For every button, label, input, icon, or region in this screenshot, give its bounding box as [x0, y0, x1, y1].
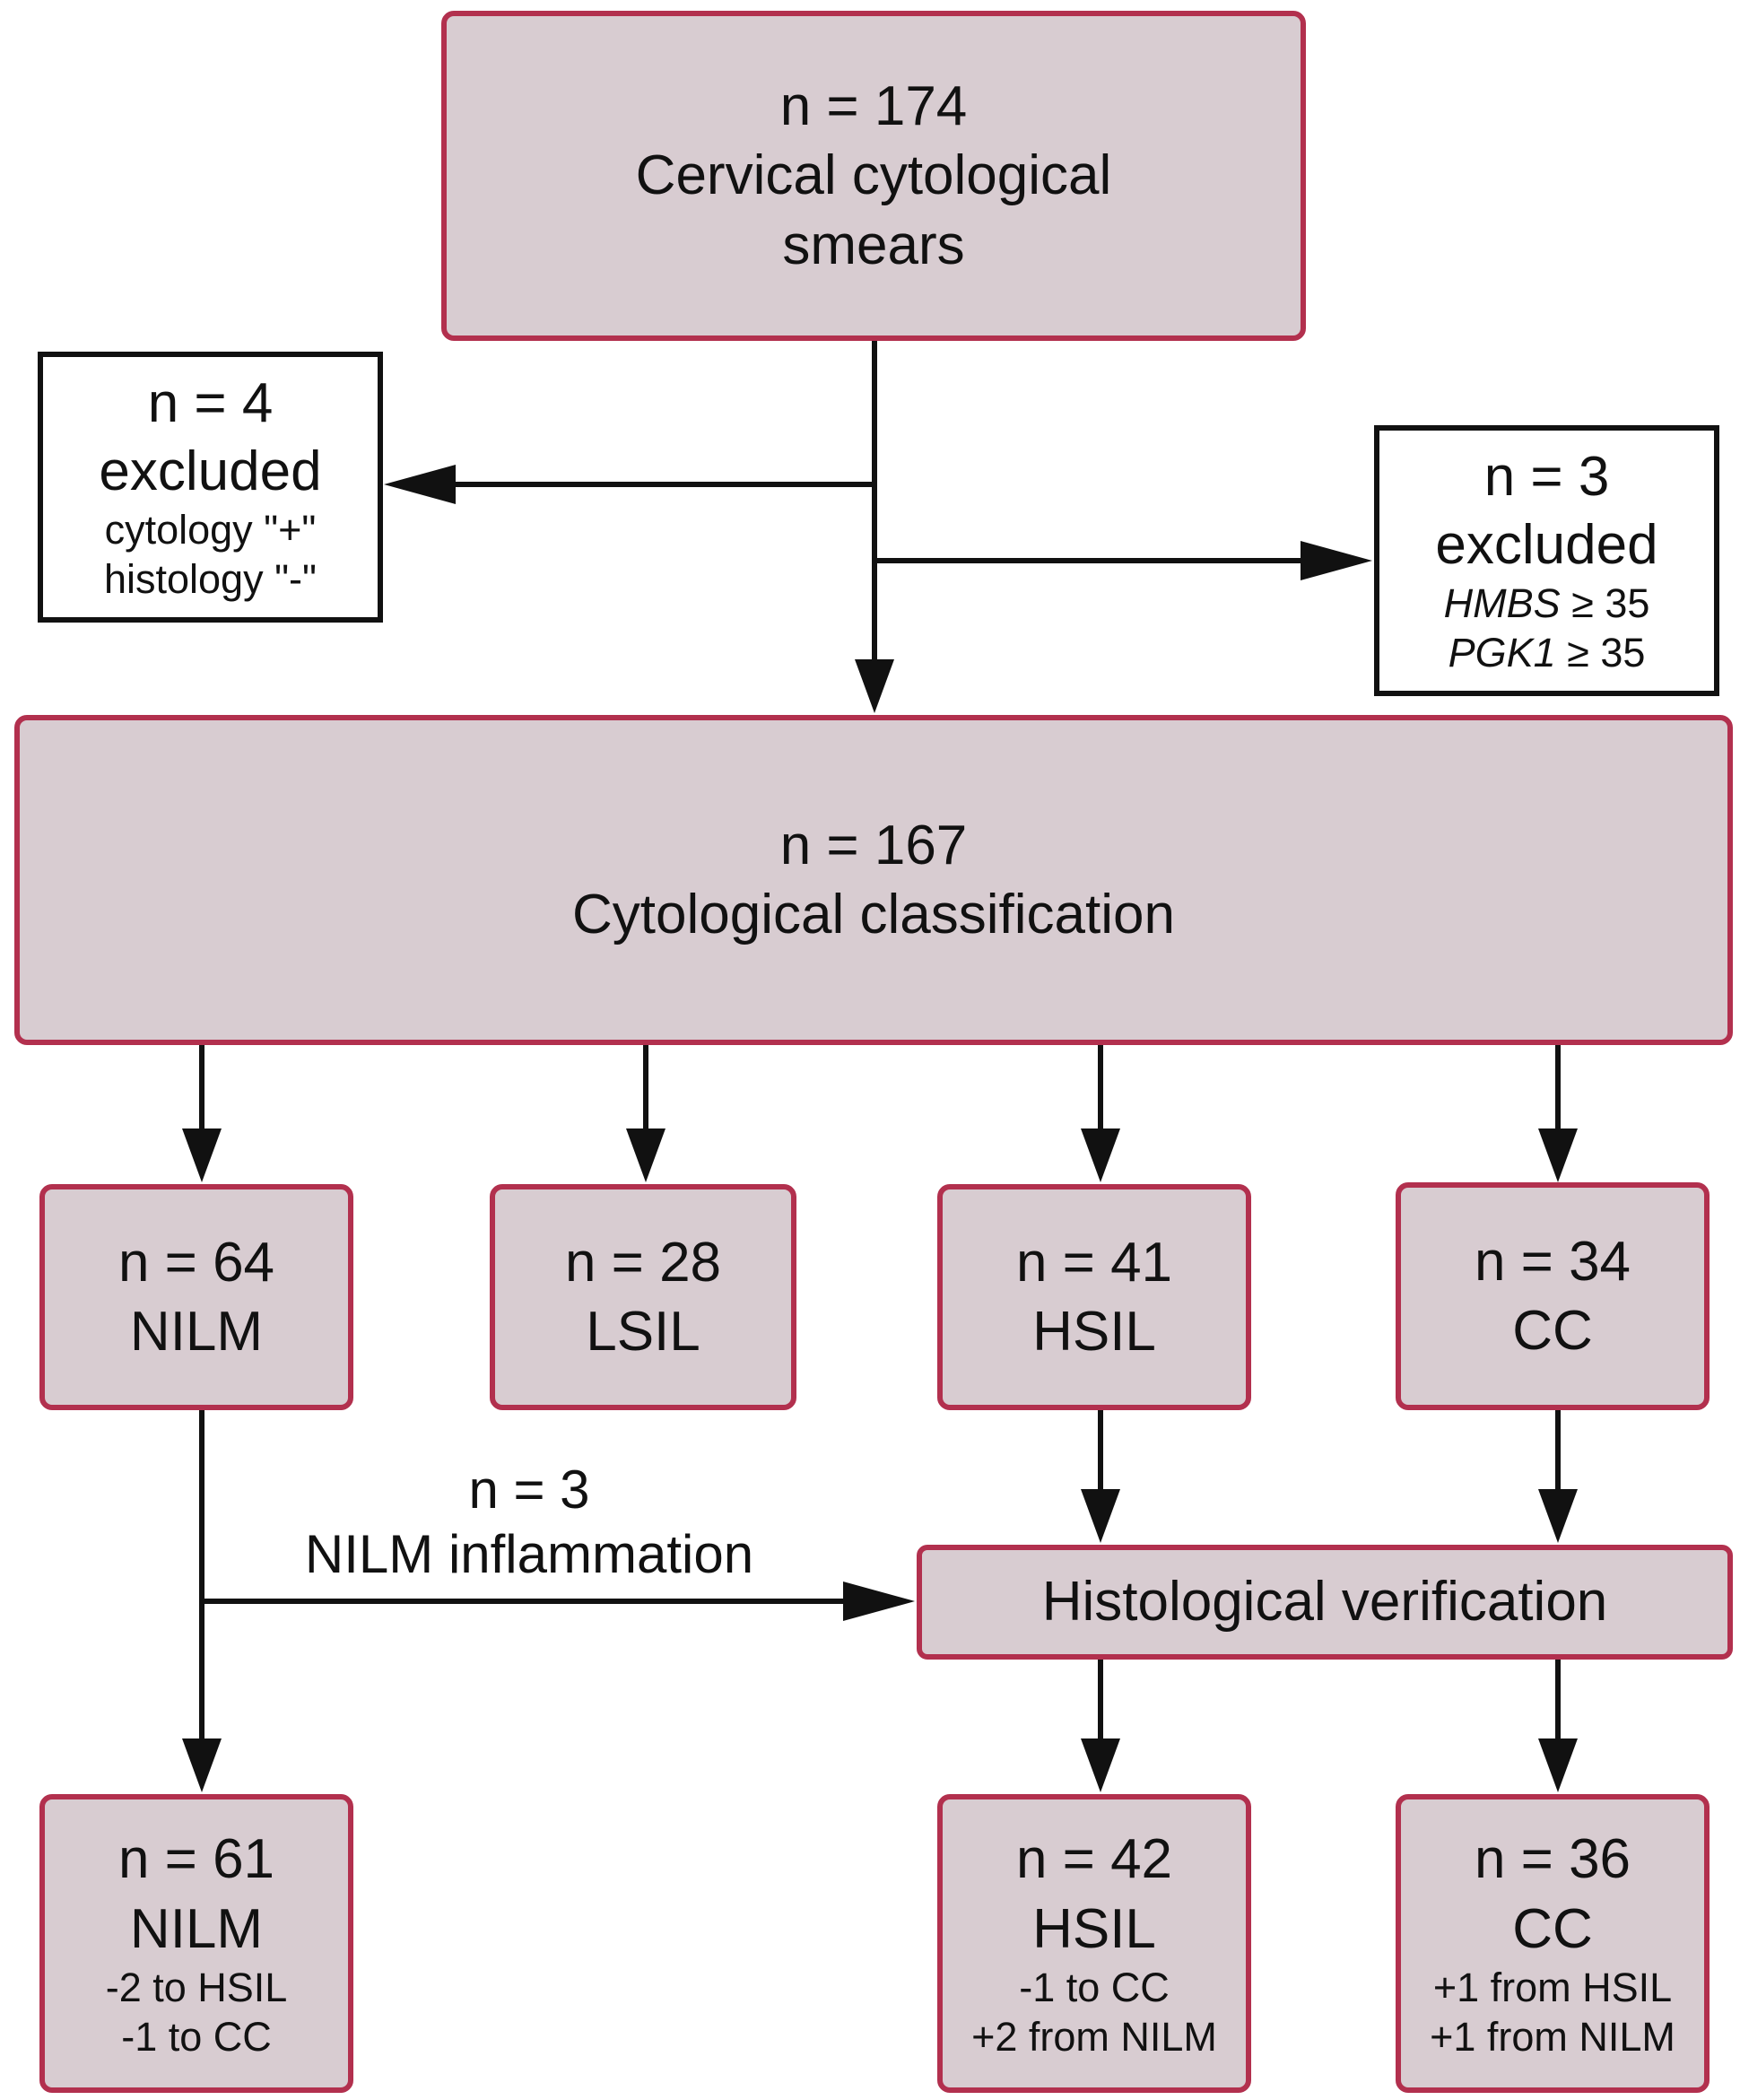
- excluded-right-detail-1: HMBS ≥ 35: [1444, 579, 1650, 629]
- result-count: n = 36: [1474, 1828, 1631, 1891]
- category-count: n = 28: [564, 1231, 722, 1294]
- result-detail-2: +1 from NILM: [1430, 2014, 1675, 2060]
- arrowhead-cc-result: [1538, 1738, 1578, 1792]
- result-label: CC: [1512, 1897, 1593, 1960]
- box-result-hsil: n = 42 HSIL -1 to CC +2 from NILM: [937, 1794, 1251, 2093]
- box-result-nilm: n = 61 NILM -2 to HSIL -1 to CC: [39, 1794, 353, 2093]
- category-label: LSIL: [586, 1301, 700, 1363]
- result-detail-2: -1 to CC: [121, 2014, 272, 2060]
- inflammation-count: n = 3: [468, 1460, 590, 1520]
- excluded-left-detail-2: histology "-": [103, 555, 318, 602]
- result-detail-2: +2 from NILM: [971, 2014, 1217, 2060]
- arrowhead-verification-hsil: [1081, 1489, 1120, 1543]
- result-label: HSIL: [1032, 1897, 1156, 1960]
- arrowhead-cc: [1538, 1128, 1578, 1182]
- classification-label: Cytological classification: [572, 884, 1175, 945]
- threshold-hmbs: ≥ 35: [1560, 579, 1650, 626]
- top-label-line1: Cervical cytological: [635, 144, 1112, 207]
- verification-label: Histological verification: [1041, 1571, 1608, 1634]
- box-result-cc: n = 36 CC +1 from HSIL +1 from NILM: [1396, 1794, 1710, 2093]
- category-count: n = 64: [117, 1231, 275, 1294]
- result-label: NILM: [129, 1897, 264, 1960]
- threshold-pgk1: ≥ 35: [1555, 629, 1646, 675]
- result-count: n = 61: [117, 1828, 275, 1891]
- gene-pgk1: PGK1: [1448, 629, 1556, 675]
- category-label: CC: [1512, 1300, 1593, 1362]
- arrowhead-verification-left: [843, 1582, 915, 1621]
- category-count: n = 34: [1474, 1230, 1631, 1293]
- excluded-left-detail-1: cytology "+": [104, 506, 317, 553]
- excluded-right-label: excluded: [1435, 514, 1658, 577]
- excluded-right-detail-2: PGK1 ≥ 35: [1449, 629, 1646, 678]
- category-count: n = 41: [1015, 1231, 1173, 1294]
- box-excluded-left: n = 4 excluded cytology "+" histology "-…: [38, 352, 383, 623]
- arrowhead-classification: [855, 659, 894, 713]
- top-count: n = 174: [779, 74, 968, 137]
- inflammation-label: NILM inflammation: [304, 1524, 754, 1584]
- excluded-left-label: excluded: [99, 440, 322, 503]
- category-label: NILM: [129, 1301, 264, 1363]
- gene-hmbs: HMBS: [1443, 579, 1561, 626]
- top-label-line2: smears: [782, 213, 965, 276]
- arrowhead-excluded-left: [384, 465, 456, 504]
- box-cytological-classification: n = 167 Cytological classification: [14, 715, 1733, 1045]
- arrowhead-nilm: [182, 1128, 222, 1182]
- box-category-hsil: n = 41 HSIL: [937, 1184, 1251, 1410]
- excluded-left-count: n = 4: [147, 372, 274, 435]
- box-histological-verification: Histological verification: [917, 1545, 1733, 1660]
- result-detail-1: -2 to HSIL: [105, 1965, 288, 2011]
- arrowhead-lsil: [626, 1128, 666, 1182]
- result-detail-1: +1 from HSIL: [1432, 1965, 1673, 2011]
- arrowhead-hsil-result: [1081, 1738, 1120, 1792]
- arrowhead-hsil: [1081, 1128, 1120, 1182]
- box-category-cc: n = 34 CC: [1396, 1182, 1710, 1410]
- arrowhead-nilm-result: [182, 1738, 222, 1792]
- box-cervical-smears: n = 174 Cervical cytological smears: [441, 11, 1306, 341]
- classification-count: n = 167: [779, 814, 968, 876]
- inflammation-annotation: n = 3 NILM inflammation: [251, 1458, 807, 1587]
- box-category-nilm: n = 64 NILM: [39, 1184, 353, 1410]
- arrowhead-verification-cc: [1538, 1489, 1578, 1543]
- result-detail-1: -1 to CC: [1019, 1965, 1170, 2011]
- box-excluded-right: n = 3 excluded HMBS ≥ 35 PGK1 ≥ 35: [1374, 425, 1719, 696]
- excluded-right-count: n = 3: [1483, 446, 1610, 509]
- category-label: HSIL: [1032, 1301, 1156, 1363]
- arrowhead-excluded-right: [1301, 541, 1372, 580]
- box-category-lsil: n = 28 LSIL: [490, 1184, 796, 1410]
- result-count: n = 42: [1015, 1828, 1173, 1891]
